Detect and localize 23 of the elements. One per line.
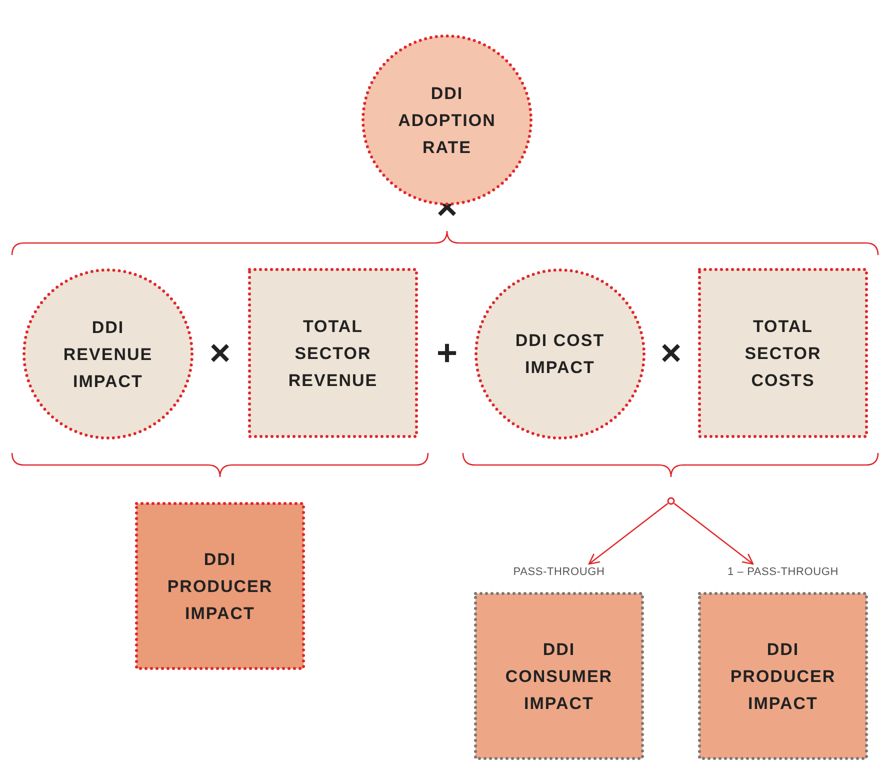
operator-sign: + (435, 335, 459, 371)
circle-node (474, 268, 646, 440)
arrow (674, 502, 754, 565)
node-label: DDI COST IMPACT (514, 330, 606, 379)
node-label: DDI ADOPTION RATE (397, 82, 497, 158)
operator-sign: × (659, 335, 683, 371)
node-label: DDI PRODUCER IMPACT (729, 638, 837, 714)
arrow (588, 502, 668, 565)
square-node (474, 592, 644, 760)
square-node (698, 592, 868, 760)
square-node (698, 268, 868, 438)
square-node (135, 502, 305, 670)
node-label: TOTAL SECTOR REVENUE (287, 316, 379, 392)
node-caption: PASS-THROUGH (512, 566, 606, 578)
junction-dot (667, 497, 675, 505)
circle-node (22, 268, 194, 440)
node-label: DDI CONSUMER IMPACT (504, 638, 614, 714)
node-label: TOTAL SECTOR COSTS (744, 316, 822, 392)
node-caption: 1 – PASS-THROUGH (726, 566, 840, 578)
node-label: DDI PRODUCER IMPACT (166, 548, 274, 624)
operator-sign: × (208, 335, 232, 371)
node-label: DDI REVENUE IMPACT (62, 316, 154, 392)
square-node (248, 268, 418, 438)
